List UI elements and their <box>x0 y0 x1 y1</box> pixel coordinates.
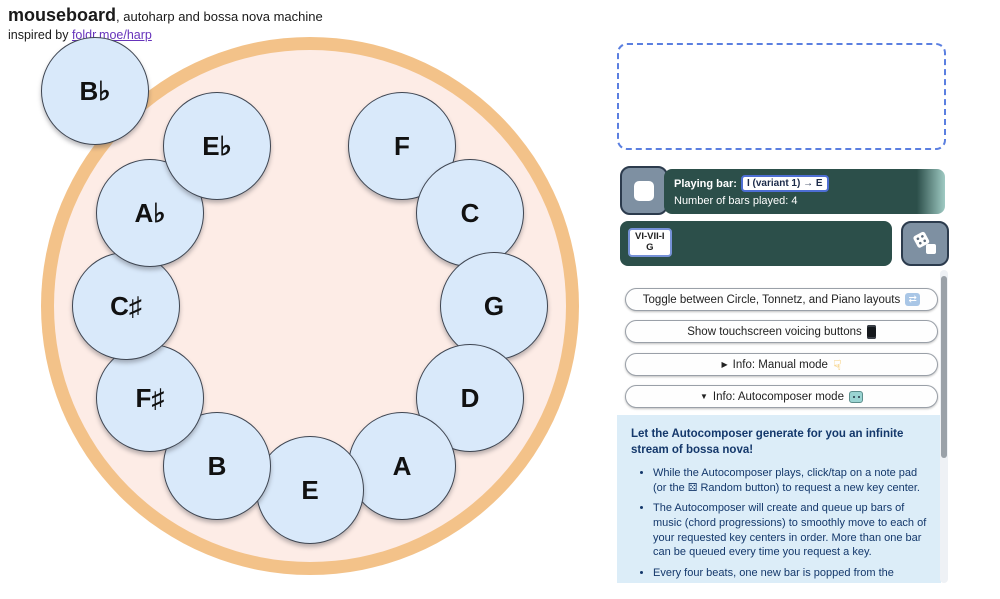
queue-bar: VI-VII-I G <box>620 221 892 266</box>
button-label: Info: Manual mode <box>732 358 828 371</box>
playing-bar-status: Playing bar: I (variant 1) → E Number of… <box>664 169 945 214</box>
note-label: C <box>460 197 480 228</box>
note-label: A♭ <box>134 197 166 228</box>
stop-square-icon <box>634 180 654 201</box>
circle-of-fifths-wheel: F C G D A E B F♯ C♯ A♭ E♭ B♭ <box>41 37 579 575</box>
info-bullet: While the Autocomposer plays, click/tap … <box>653 466 927 495</box>
note-label: C♯ <box>110 290 142 321</box>
button-label: Show touchscreen voicing buttons <box>687 325 862 338</box>
note-pad-e[interactable]: E <box>256 436 364 544</box>
toggle-layout-button[interactable]: Toggle between Circle, Tonnetz, and Pian… <box>625 288 938 311</box>
chip-progression: VI-VII-I <box>635 231 665 242</box>
button-label: Toggle between Circle, Tonnetz, and Pian… <box>642 293 901 306</box>
random-key-button[interactable] <box>901 221 949 266</box>
queued-progression-chip[interactable]: VI-VII-I G <box>628 228 672 257</box>
queue-drop-zone <box>617 43 946 150</box>
playing-bar-badge: I (variant 1) → E <box>740 175 829 192</box>
info-autocomposer-mode-toggle[interactable]: ▼ Info: Autocomposer mode <box>625 385 938 408</box>
info-heading: Let the Autocomposer generate for you an… <box>631 428 904 457</box>
stop-button[interactable] <box>620 166 668 215</box>
note-label: F♯ <box>135 382 165 413</box>
note-label: E♭ <box>202 130 232 161</box>
info-bullet: The Autocomposer will create and queue u… <box>653 501 927 560</box>
note-label: G <box>483 290 505 321</box>
inspired-by-text: inspired by <box>8 28 72 42</box>
note-label: B♭ <box>79 75 111 106</box>
note-pad-c[interactable]: C <box>416 159 524 267</box>
expanded-arrow-icon: ▼ <box>700 392 708 401</box>
note-label: B <box>207 450 227 481</box>
autocomposer-info-panel: Let the Autocomposer generate for you an… <box>617 415 941 583</box>
app-title: mouseboard <box>8 5 117 25</box>
dice-icon <box>913 231 936 254</box>
chip-key: G <box>646 242 654 254</box>
note-pad-c-sharp[interactable]: C♯ <box>72 252 180 360</box>
robot-icon <box>848 390 863 403</box>
note-pad-a[interactable]: A <box>348 412 456 520</box>
note-label: D <box>460 382 480 413</box>
note-pad-b-flat[interactable]: B♭ <box>41 37 149 145</box>
note-pad-g[interactable]: G <box>440 252 548 360</box>
info-bullet-list: While the Autocomposer plays, click/tap … <box>631 466 927 583</box>
app-tagline: , autoharp and bossa nova machine <box>116 9 323 24</box>
note-pad-f-sharp[interactable]: F♯ <box>96 344 204 452</box>
layout-toggle-icon <box>905 293 921 306</box>
note-pad-f[interactable]: F <box>348 92 456 200</box>
note-label: A <box>392 450 412 481</box>
bars-played-text: Number of bars played: 4 <box>674 195 798 207</box>
hand-down-icon <box>833 358 842 372</box>
info-bullet: Every four beats, one new bar is popped … <box>653 566 927 583</box>
collapsed-arrow-icon: ▶ <box>721 360 728 369</box>
note-label: F <box>394 130 410 161</box>
note-label: E <box>301 474 319 505</box>
info-manual-mode-toggle[interactable]: ▶ Info: Manual mode <box>625 353 938 376</box>
playing-bar-label: Playing bar: <box>674 177 737 190</box>
note-pad-e-flat[interactable]: E♭ <box>163 92 271 200</box>
button-label: Info: Autocomposer mode <box>712 390 844 403</box>
page-header: mouseboard, autoharp and bossa nova mach… <box>8 4 323 44</box>
panel-scrollbar-thumb[interactable] <box>941 276 947 458</box>
show-voicing-buttons-button[interactable]: Show touchscreen voicing buttons <box>625 320 938 343</box>
phone-icon <box>866 324 876 339</box>
